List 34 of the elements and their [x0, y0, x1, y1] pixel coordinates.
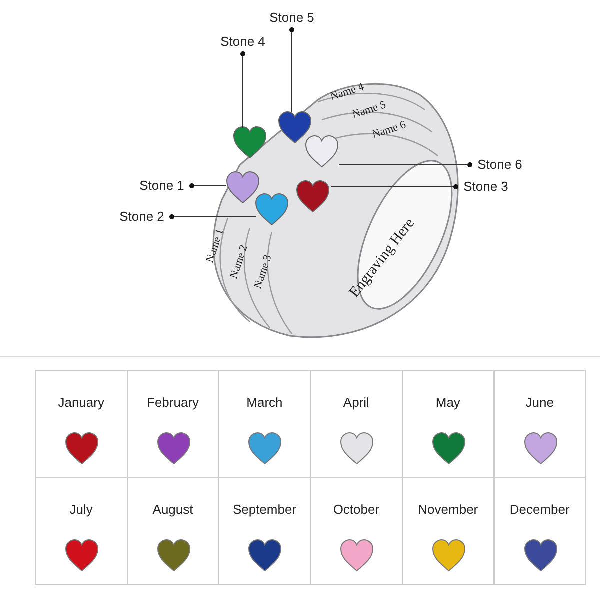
month-label: October: [332, 502, 381, 517]
stone-label: Stone 5: [262, 8, 322, 28]
leader-line: [240, 52, 246, 128]
leader-line: [290, 28, 294, 112]
month-label: January: [57, 395, 106, 410]
month-label: February: [146, 395, 200, 410]
stone-label: Stone 3: [456, 177, 516, 197]
month-label: November: [417, 502, 480, 517]
heart-gemstone: [254, 192, 290, 228]
heart-gemstone: [277, 110, 313, 146]
engraved-text: Name 1: [204, 228, 226, 264]
stone-label: Stone 6: [470, 155, 530, 175]
month-label: September: [232, 502, 298, 517]
engraved-text: Name 6: [371, 118, 408, 142]
month-label: August: [152, 502, 194, 517]
leader-line: [190, 184, 226, 188]
month-label: May: [434, 395, 462, 410]
month-label: March: [246, 395, 284, 410]
month-label: December: [508, 502, 571, 517]
stone-label: Stone 2: [112, 207, 172, 227]
engraved-text: Name 3: [252, 254, 274, 290]
heart-gemstone: [304, 134, 340, 170]
stone-label: Stone 4: [213, 32, 273, 52]
leader-line: [170, 214, 256, 220]
stone-label: Stone 1: [132, 176, 192, 196]
heart-gemstone: [295, 179, 331, 215]
engraved-text: Name 2: [228, 244, 250, 280]
leader-line: [338, 162, 472, 168]
month-label: July: [68, 502, 94, 517]
month-label: April: [342, 395, 370, 410]
heart-gemstone: [225, 170, 261, 206]
leader-line: [330, 184, 458, 190]
heart-gemstone: [232, 125, 268, 161]
month-label: June: [524, 395, 555, 410]
